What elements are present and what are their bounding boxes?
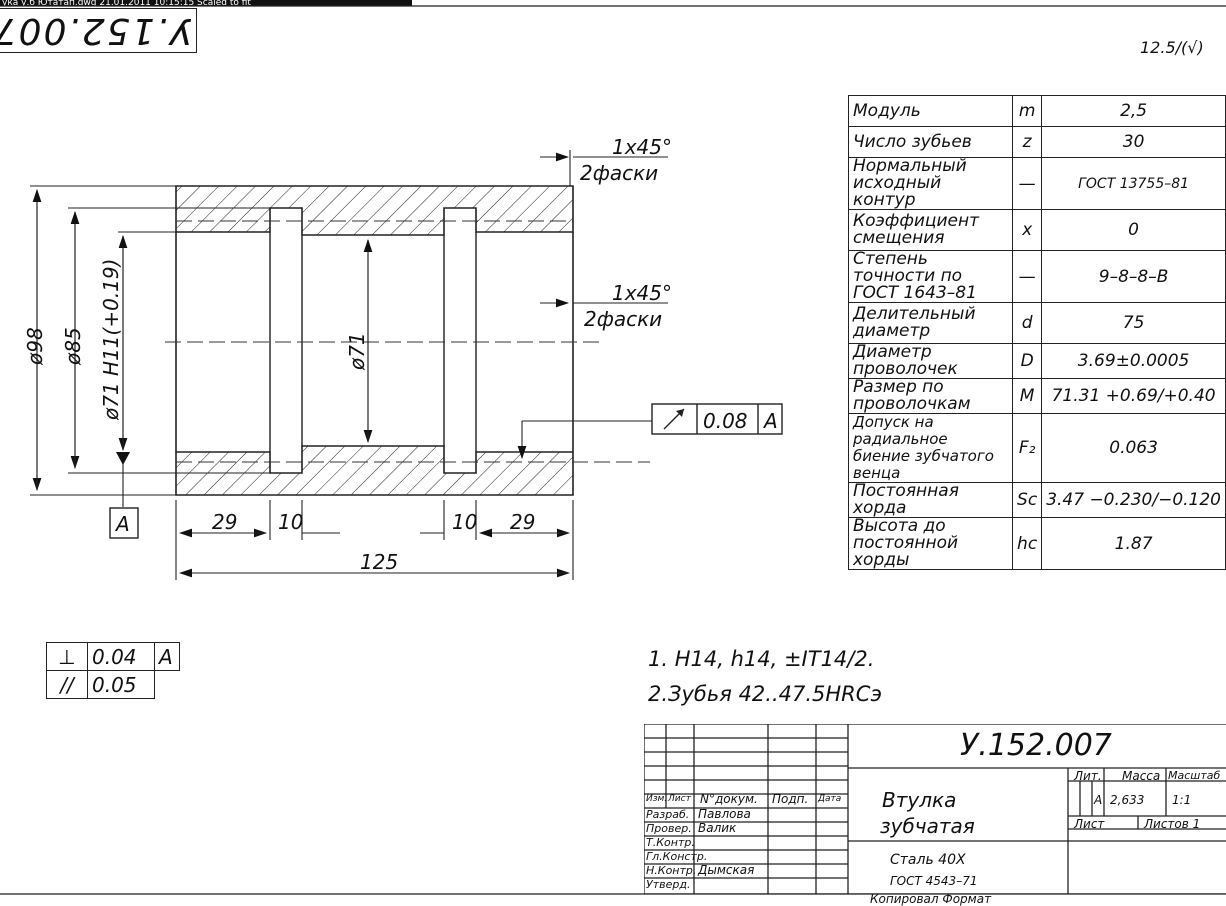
roughness-symbol: 12.5/(√) — [1140, 38, 1204, 57]
dim-10-left: 10 — [278, 510, 303, 534]
table-row: Степень точности по ГОСТ 1643–81—9–8–8–B — [847, 250, 1226, 303]
runout-datum: A — [762, 409, 778, 433]
file-header-bar: ука у.б Ютатап.dwg 21.01.2011 10:15:15 S… — [0, 0, 412, 6]
dim-d85: ø85 — [61, 327, 85, 366]
dim-125: 125 — [360, 550, 398, 574]
title-block: У.152.007 Лит. Масса Масштаб А 2,633 1:1… — [644, 724, 1226, 894]
title-block-grid — [644, 724, 1226, 894]
section-walls — [175, 185, 574, 496]
datum-label: A — [114, 512, 130, 536]
lit-value: А — [1094, 793, 1103, 807]
chamfer-mid-qty: 2фаски — [584, 307, 662, 331]
parallelism-frame: // 0.05 — [46, 670, 180, 699]
technical-notes: 1. H14, h14, ±IT14/2. 2.Зубья 42..47.5HR… — [648, 642, 882, 712]
chamfer-top: 1x45° — [612, 135, 672, 159]
dim-10-right: 10 — [452, 510, 477, 534]
perpendicularity-icon: ⊥ — [46, 642, 88, 671]
dim-d71-h11: ø71 H11(+0.19) — [99, 259, 123, 421]
center-lines — [165, 220, 650, 463]
lit-label: Лит. — [1074, 769, 1102, 783]
tolerance-frames: ⊥ 0.04 A // 0.05 — [46, 642, 180, 699]
part-name-2: зубчатая — [880, 814, 975, 838]
chamfer-top-qty: 2фаски — [580, 161, 658, 185]
note-1: 1. H14, h14, ±IT14/2. — [648, 647, 875, 671]
dim-d98: ø98 — [23, 327, 47, 366]
bottom-caption: Копировал Формат — [870, 892, 992, 906]
dim-d71: ø71 — [345, 332, 369, 371]
dimension-lines — [30, 150, 668, 580]
sheet-label: Лист — [1074, 817, 1105, 831]
rotated-doc-number-box: У.152.007 — [0, 8, 197, 53]
runout-frame — [651, 403, 783, 435]
datum-triangle — [116, 452, 130, 465]
perpendicularity-frame: ⊥ 0.04 A — [46, 642, 180, 671]
table-row: Нормальный исходный контур—ГОСТ 13755–81 — [847, 157, 1226, 210]
datum-box — [109, 507, 139, 539]
mass-value: 2,633 — [1110, 793, 1145, 807]
dim-29-right: 29 — [510, 510, 535, 534]
dim-29-left: 29 — [212, 510, 237, 534]
parallelism-icon: // — [46, 670, 88, 699]
material-1: Сталь 40Х — [890, 852, 966, 868]
scale-value: 1:1 — [1172, 793, 1192, 807]
chamfer-mid: 1x45° — [612, 281, 672, 305]
note-2: 2.Зубья 42..47.5HRCэ — [648, 682, 882, 706]
table-row: Допуск на радиальное биение зубчатого ве… — [847, 413, 1226, 483]
runout-value: 0.08 — [703, 409, 748, 433]
doc-number: У.152.007 — [960, 728, 1112, 763]
material-2: ГОСТ 4543–71 — [890, 874, 978, 888]
mass-label: Масса — [1122, 769, 1161, 783]
scale-label: Масштаб — [1168, 769, 1221, 782]
sheets-label: Листов 1 — [1144, 817, 1201, 831]
part-name-1: Втулка — [882, 788, 957, 812]
